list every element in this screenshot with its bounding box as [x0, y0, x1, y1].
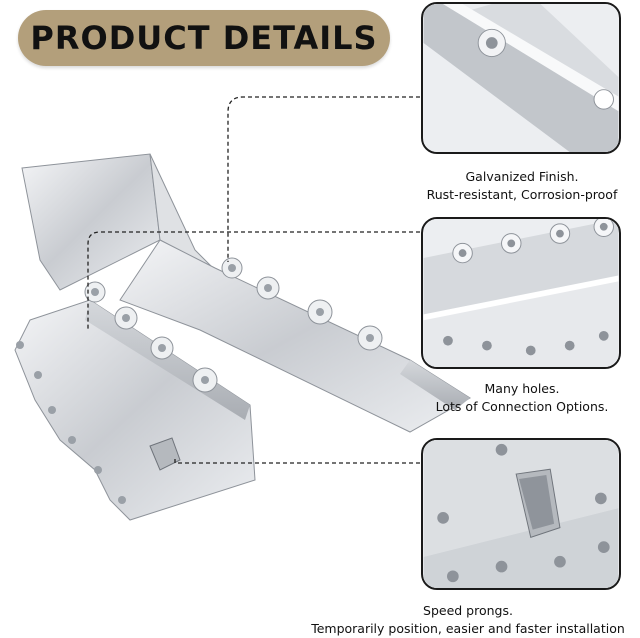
caption-holes: Many holes. Lots of Connection Options.	[404, 380, 640, 416]
connection-holes-closeup	[423, 219, 619, 367]
speed-prong-closeup	[423, 440, 619, 588]
banner-title: PRODUCT DETAILS	[30, 19, 378, 57]
caption-prongs-line1: Speed prongs.	[423, 603, 513, 618]
galvanized-finish-closeup	[423, 4, 619, 152]
detail-panel-prongs	[421, 438, 621, 590]
caption-holes-line1: Many holes.	[484, 381, 560, 396]
caption-finish-line1: Galvanized Finish.	[465, 169, 579, 184]
detail-panel-holes	[421, 217, 621, 369]
caption-prongs-line2: Temporarily position, easier and faster …	[311, 621, 625, 636]
detail-panel-finish	[421, 2, 621, 154]
caption-finish-line2: Rust-resistant, Corrosion-proof	[426, 187, 618, 202]
caption-finish: Galvanized Finish. Rust-resistant, Corro…	[404, 168, 640, 204]
caption-holes-line2: Lots of Connection Options.	[435, 399, 609, 414]
product-details-banner: PRODUCT DETAILS	[18, 10, 390, 66]
caption-prongs: Speed prongs. Temporarily position, easi…	[296, 602, 640, 638]
